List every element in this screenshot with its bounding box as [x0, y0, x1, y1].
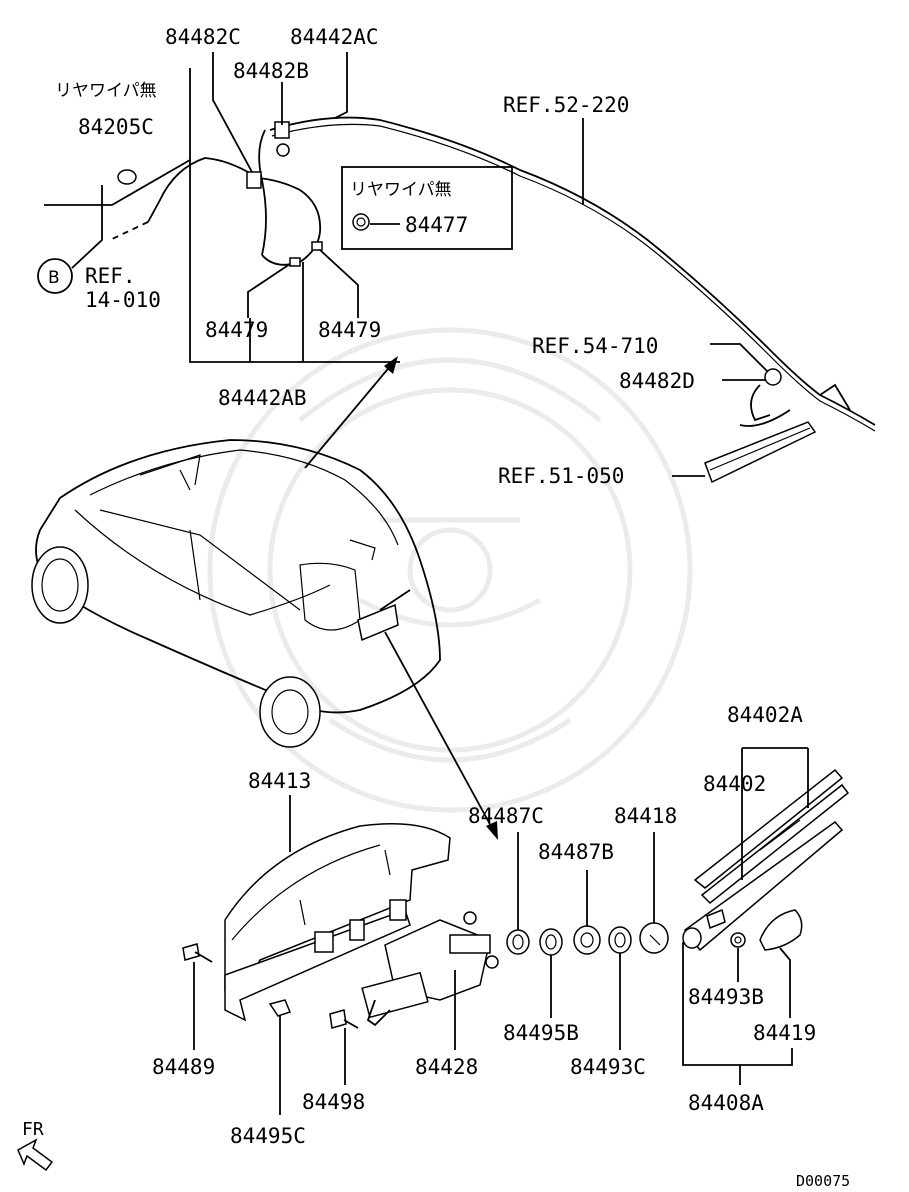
- label-84493C: 84493C: [570, 1055, 646, 1079]
- motor-bracket: [224, 899, 411, 1022]
- label-84479-left: 84479: [205, 318, 268, 342]
- label-diagram-id: D00075: [796, 1172, 850, 1187]
- wiper-arm-84408A: [682, 820, 844, 952]
- label-ref-51-050: REF.51-050: [498, 464, 624, 488]
- label-rear-wiper-less-note-1: リヤワイパ無: [55, 81, 157, 101]
- label-84487B: 84487B: [538, 840, 614, 864]
- wiper-cover-84413: [224, 822, 451, 992]
- label-84482B: 84482B: [233, 59, 309, 83]
- label-84482C: 84482C: [165, 25, 241, 49]
- fr-direction-arrow: [17, 1138, 54, 1172]
- nut-84493B: [730, 932, 746, 948]
- label-ref-54-710: REF.54-710: [532, 334, 658, 358]
- part-labels: 84482C 84442AC 84482B REF.52-220 リヤワイパ無 …: [22, 25, 850, 1190]
- label-84495B: 84495B: [503, 1021, 579, 1045]
- wiper-blade-84402: [693, 768, 850, 905]
- label-ref-52-220: REF.52-220: [503, 93, 629, 117]
- clip-84495C: [268, 999, 292, 1017]
- label-84402: 84402: [703, 772, 766, 796]
- note-box-rear-wiper-less: [341, 166, 513, 250]
- pointer-arrows: [304, 356, 498, 840]
- label-rear-wiper-less-note-2: リヤワイパ無: [350, 180, 452, 200]
- cap-84419: [759, 909, 803, 951]
- label-84402A: 84402A: [727, 703, 803, 727]
- label-84419: 84419: [753, 1021, 816, 1045]
- label-84477: 84477: [405, 213, 468, 237]
- label-84495C: 84495C: [230, 1124, 306, 1148]
- label-84428: 84428: [415, 1055, 478, 1079]
- washers-row: [506, 922, 669, 956]
- label-84413: 84413: [248, 769, 311, 793]
- bolt-84498: [329, 1009, 359, 1029]
- label-84418: 84418: [614, 804, 677, 828]
- label-ref-14-010-line1: REF.: [85, 264, 136, 288]
- label-84482D: 84482D: [619, 369, 695, 393]
- label-ref-14-010-line2: 14-010: [85, 288, 161, 312]
- label-84442AB: 84442AB: [218, 386, 307, 410]
- label-fr: FR: [22, 1119, 44, 1140]
- wiper-motor-84428: [361, 911, 499, 1027]
- label-84498: 84498: [302, 1090, 365, 1114]
- bolt-84489: [182, 943, 213, 963]
- label-84205C: 84205C: [78, 115, 154, 139]
- label-84487C: 84487C: [468, 804, 544, 828]
- leader-lines-top: [44, 52, 769, 477]
- label-84489: 84489: [152, 1055, 215, 1079]
- label-84479-right: 84479: [318, 318, 381, 342]
- callout-b-circle: [37, 258, 73, 294]
- car-body: [31, 439, 441, 748]
- label-84493B: 84493B: [688, 985, 764, 1009]
- label-84408A: 84408A: [688, 1091, 764, 1115]
- roof-harness: [109, 116, 876, 484]
- label-callout-b: B: [48, 268, 60, 288]
- leader-lines-bottom: [193, 747, 809, 1115]
- label-84442AC: 84442AC: [290, 25, 379, 49]
